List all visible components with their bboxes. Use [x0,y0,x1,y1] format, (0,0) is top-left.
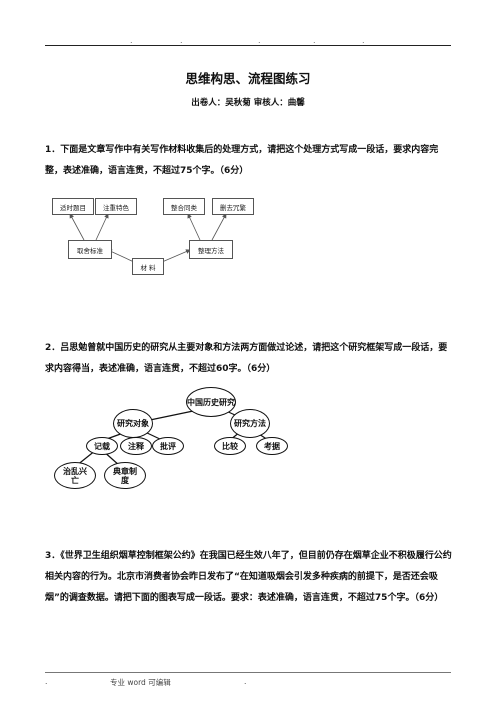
question-3: 3．《世界卫生组织烟草控制框架公约》在我国已经生效八年了，但目前仍存在烟草企业不… [45,551,452,603]
node-research-objects: 研究对象 [113,409,153,438]
box-shishi-timu: 适时题目 [52,198,94,215]
node-bijiao: 比较 [214,437,246,455]
node-dianzhang-zhidu: 典章制度 [104,462,146,489]
footer-right: . [244,677,247,686]
header-dot: . [313,36,316,45]
node-zhushi: 注释 [120,437,152,455]
question-1: 1．下面是文章写作中有关写作材料收集后的处理方式，请把这个处理方式写成一段话，要… [45,145,439,176]
header-dot: . [130,36,133,45]
footer-center: 专业 word 可编辑 [110,678,171,687]
footer-rule [45,672,451,673]
box-shanqu-rongfan: 删去冗繁 [212,198,254,215]
box-qushe-biaozhun: 取舍标准 [68,240,112,259]
footer-left: . [45,677,48,686]
box-zhengli-fangfa: 整理方法 [189,240,233,259]
node-research-methods: 研究方法 [230,409,270,438]
header-dot: . [362,36,365,45]
header-dot: . [258,36,261,45]
node-piping: 批评 [152,437,184,455]
header-rule [45,45,451,46]
page-title: 思维构思、流程图练习 [185,71,311,86]
box-cailiao: 材 料 [132,258,164,275]
header-dot: . [180,36,183,45]
node-root: 中国历史研究 [186,387,236,417]
box-zhuzhong-tese: 注重特色 [95,198,137,215]
author-line: 出卷人：吴秋菊 审核人：曲馨 [191,98,305,108]
question-2: 2．吕思勉曾就中国历史的研究从主要对象和方法两方面做过论述，请把这个研究框架写成… [45,343,448,374]
node-kaoju: 考据 [256,437,288,455]
node-zhiluan-xingwang: 治乱兴亡 [54,462,96,489]
box-zhenghe-tonglei: 整合同类 [163,198,205,215]
node-jizai: 记载 [86,437,118,455]
